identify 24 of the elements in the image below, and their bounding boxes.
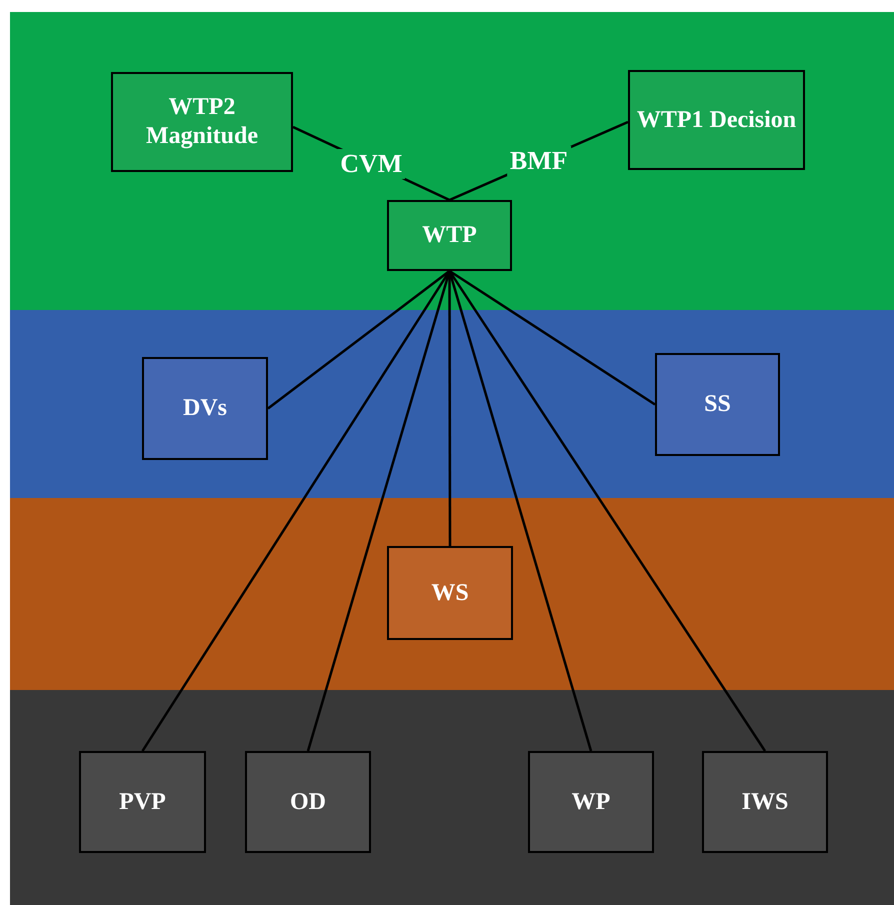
node-label: WTP2 Magnitude xyxy=(144,93,259,151)
node-label: DVs xyxy=(182,394,227,423)
category-box xyxy=(79,751,206,853)
category-box xyxy=(387,546,513,640)
category-box xyxy=(655,353,780,456)
node-label: IWS xyxy=(742,788,788,816)
connector-line xyxy=(448,270,656,406)
node-label: OD xyxy=(290,788,326,816)
node-label: WTP xyxy=(422,221,477,250)
node-label: WTP1 Decision xyxy=(636,106,796,134)
category-box xyxy=(702,751,828,853)
category-box xyxy=(142,357,268,460)
category-box xyxy=(528,751,654,853)
node-label: WS xyxy=(431,578,469,608)
category-box xyxy=(245,751,371,853)
node-label: WP xyxy=(572,788,610,816)
node-label: SS xyxy=(704,390,731,419)
category-box xyxy=(387,200,512,271)
connector-line xyxy=(267,270,450,410)
category-box xyxy=(111,72,293,172)
node-label: PVP xyxy=(119,788,166,816)
edge-label: BMF xyxy=(506,146,571,176)
category-box xyxy=(628,70,805,170)
edge-label: CVM xyxy=(337,148,406,178)
